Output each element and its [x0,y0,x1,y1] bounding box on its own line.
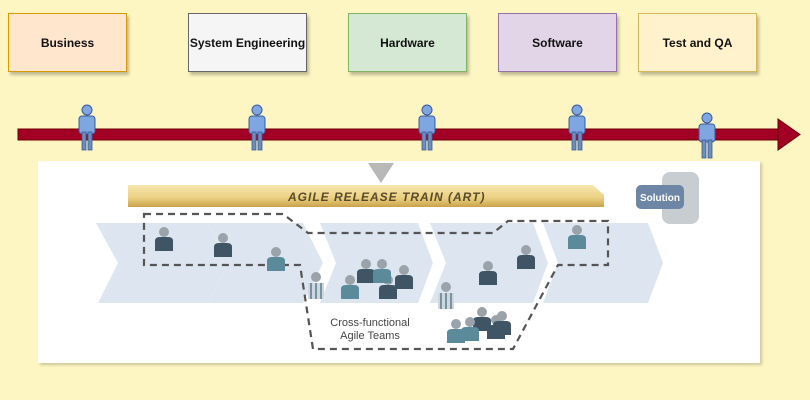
person-icon [568,104,586,151]
person-icon [248,104,266,151]
agile-release-train-picture: AGILE RELEASE TRAIN (ART) Solution [38,161,760,363]
teams-label-line2: Agile Teams [340,330,400,342]
stage-hardware[interactable]: Hardware [348,13,467,72]
art-bar [128,185,604,207]
person-icon [418,104,436,151]
solution-badge [636,185,684,209]
person-icon [78,104,96,151]
stage-label: System Engineering [189,35,306,50]
stage-business[interactable]: Business [8,13,127,72]
stage-system-engineering[interactable]: System Engineering [188,13,307,72]
teams-boundary [142,212,610,351]
stage-label: Hardware [380,35,435,50]
stage-software[interactable]: Software [498,13,617,72]
down-arrow-icon [368,163,394,183]
person-icon [698,112,716,159]
solution-label: Solution [640,193,680,204]
art-illustration: AGILE RELEASE TRAIN (ART) Solution [96,163,699,351]
timeline [17,104,801,159]
teams-label-line1: Cross-functional [330,317,409,329]
stage-test-and-qa[interactable]: Test and QA [638,13,757,72]
timeline-arrow [17,118,801,151]
stage-label: Business [40,35,95,50]
stage-label: Test and QA [662,35,733,50]
art-title: AGILE RELEASE TRAIN (ART) [287,190,485,204]
stage-label: Software [532,35,583,50]
